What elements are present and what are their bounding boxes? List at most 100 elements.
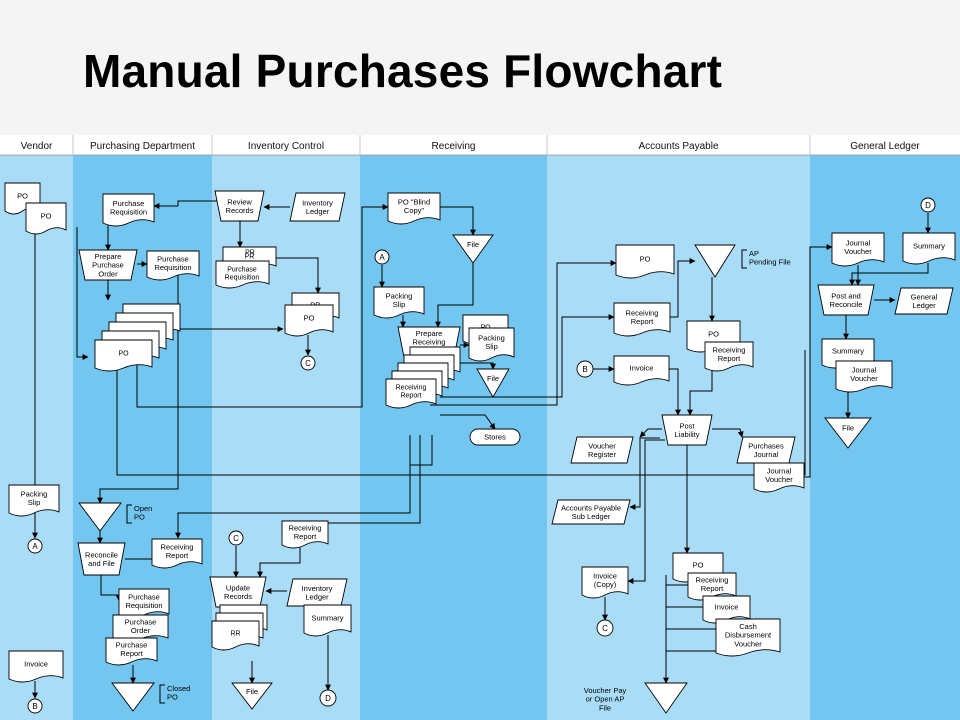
svg-text:Update: Update [226,583,250,592]
rec-connector-a-shape [374,249,390,265]
line-rr-to-ap-po [430,260,617,406]
svg-text:Packing: Packing [21,489,48,498]
rec-file-mid-shape [476,368,510,398]
svg-text:Reconcile: Reconcile [830,300,863,309]
svg-text:Report: Report [718,354,741,363]
svg-text:D: D [925,201,931,210]
lane-header-bar [0,135,960,155]
svg-text:Cash: Cash [739,622,757,631]
svg-text:File: File [487,374,499,383]
svg-text:PO: PO [118,350,129,357]
line-file-to-prepare [435,263,474,328]
ap-po-low-label: PO [693,561,704,570]
ap-invoice-copy-label: Invoice(Copy) [593,571,617,589]
inv-connector-c-label: C [305,359,311,368]
rec-connector-a-label: A [379,253,385,262]
purch-open-po-note-bracket [126,504,132,524]
ap-connector-b-shape [576,360,594,378]
ap-pending-file-note-bracket [741,249,747,269]
inv-requisition-shape [215,260,270,289]
inv-po-front-label: PO [304,314,315,323]
svg-text:Inventory: Inventory [302,198,333,207]
svg-text:Report: Report [631,317,654,326]
line-rr-misc [410,435,433,466]
rec-packing-slip-copy-shape [468,327,515,362]
svg-text:Invoice: Invoice [715,603,739,612]
gl-summary-label: Summary [913,242,945,251]
line-req-to-open [97,271,179,504]
ap-invoice-shape [613,355,670,386]
svg-text:Prepare: Prepare [95,252,122,261]
svg-text:Disbursement: Disbursement [725,631,772,640]
line-post-to-journal [712,428,744,438]
svg-text:Review: Review [227,197,252,206]
lane-gl-title: General Ledger [850,141,920,152]
inv-connector-c-shape [300,355,316,371]
svg-text:Receiving: Receiving [696,575,729,584]
gl-connector-d-label: D [925,201,931,210]
inv-review-records-shape [214,190,265,222]
purch-requisition-top-shape [102,193,155,227]
svg-text:Requisition: Requisition [125,601,162,610]
svg-text:PO: PO [640,255,651,264]
line-prepare-to-file [450,362,496,370]
inv-file-label: File [246,687,258,696]
gl-file-shape [824,417,872,449]
svg-text:Requisition: Requisition [225,275,260,282]
svg-text:AP: AP [749,249,759,258]
svg-text:A: A [379,253,385,262]
gl-summary-shape [902,232,956,265]
rec-po-blind-copy-shape [387,192,441,225]
svg-text:B: B [32,702,37,711]
svg-text:Accounts Payable: Accounts Payable [561,503,621,512]
svg-text:Voucher: Voucher [765,475,793,484]
svg-text:Pending File: Pending File [749,258,791,267]
rec-stores-shape [469,428,521,446]
vendor-po-b-shape [25,202,67,235]
title-bar: Manual Purchases Flowchart [0,0,960,135]
inv-summary-label: Summary [311,614,343,623]
svg-text:Receiving: Receiving [289,523,322,532]
ap-sub-ledger-shape [551,499,631,525]
svg-text:Order: Order [131,626,151,635]
line-invoice-to-post [669,368,681,416]
svg-text:Report: Report [166,551,189,560]
svg-text:Journal: Journal [754,450,779,459]
svg-text:Order: Order [98,269,118,278]
svg-text:Open: Open [134,504,152,513]
svg-text:Purchase: Purchase [227,266,257,273]
purch-receiving-report-shape [151,538,203,569]
inv-pr-label: PR [245,250,255,257]
ap-po-top-shape [615,244,675,279]
line-post-to-register [639,428,662,438]
svg-text:C: C [602,624,608,633]
svg-text:General: General [911,292,938,301]
svg-text:Prepare: Prepare [416,329,443,338]
svg-text:Slip: Slip [28,498,41,507]
purch-closed-po-note-bracket [159,684,165,704]
inv-rr-po-pr-0-shape [211,620,260,651]
line-po-to-receiving [136,204,389,408]
gl-connector-d-shape [920,197,936,213]
svg-text:File: File [246,687,258,696]
svg-text:Purchase: Purchase [125,617,157,626]
purch-po-copies-0-label: PO [118,350,129,357]
ap-pending-file-shape [694,244,736,278]
lane-receiving-title: Receiving [432,141,476,152]
svg-text:PO: PO [708,330,719,339]
svg-text:Invoice: Invoice [593,571,617,580]
vendor-invoice-label: Invoice [24,660,48,669]
